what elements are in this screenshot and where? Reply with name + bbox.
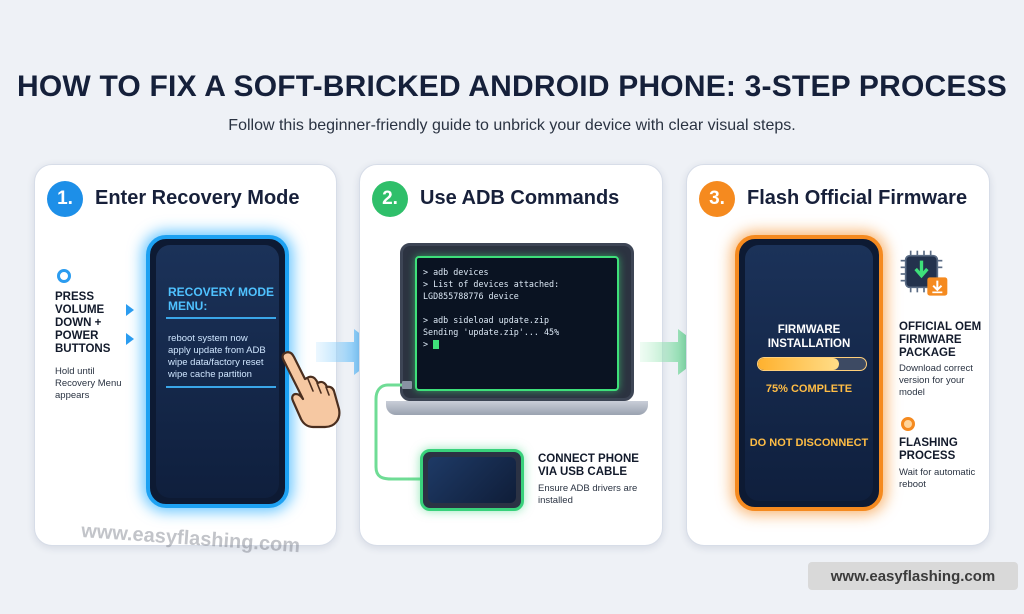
recovery-menu: reboot system now apply update from ADB …: [168, 333, 292, 381]
step-card-2: 2. Use ADB Commands > adb devices > List…: [359, 164, 663, 546]
recovery-title: RECOVERY MODE MENU:: [168, 285, 275, 313]
adb-terminal: > adb devices > List of devices attached…: [415, 256, 619, 391]
phone-icon: [420, 449, 524, 511]
prompt-char: >: [423, 339, 429, 349]
terminal-line: Sending 'update.zip'... 45%: [423, 327, 560, 337]
step-card-3: 3. Flash Official Firmware FIRMWARE INST…: [686, 164, 990, 546]
firmware-progress-bar: [757, 357, 867, 371]
connect-usb-hint: Ensure ADB drivers are installed: [538, 483, 638, 506]
site-badge: www.easyflashing.com: [808, 562, 1018, 590]
menu-item: apply update from ADB: [168, 345, 266, 356]
phone-firmware: FIRMWARE INSTALLATION 75% COMPLETE DO NO…: [735, 235, 883, 511]
phone-recovery: RECOVERY MODE MENU: reboot system now ap…: [146, 235, 289, 508]
progress-text: 75% COMPLETE: [765, 383, 853, 395]
cursor-icon: [433, 340, 440, 349]
terminal-line: [423, 302, 611, 314]
chip-download-icon: [900, 250, 948, 296]
disconnect-warning: DO NOT DISCONNECT: [749, 437, 869, 449]
phone-screen: FIRMWARE INSTALLATION 75% COMPLETE DO NO…: [745, 245, 873, 501]
phone-screen: RECOVERY MODE MENU: reboot system now ap…: [156, 245, 279, 498]
right-triangle-icon: [126, 333, 134, 345]
phone-screen: [428, 457, 516, 503]
terminal-line: > List of devices attached:: [423, 279, 560, 289]
radio-dot-icon: [901, 417, 915, 431]
step-title: Flash Official Firmware: [747, 187, 968, 209]
progress-fill: [758, 358, 839, 370]
divider: [166, 317, 276, 319]
menu-item: wipe cache partition: [168, 369, 252, 380]
oem-firmware-label: OFFICIAL OEM FIRMWARE PACKAGE: [899, 321, 982, 359]
laptop-base: [386, 401, 648, 415]
flashing-process-hint: Wait for automatic reboot: [899, 467, 976, 490]
laptop-icon: > adb devices > List of devices attached…: [400, 243, 634, 401]
pointing-hand-icon: [281, 351, 341, 429]
press-buttons-label: PRESS VOLUME DOWN + POWER BUTTONS: [55, 291, 111, 355]
menu-item: wipe data/factory reset: [168, 357, 264, 368]
page-title: HOW TO FIX A SOFT-BRICKED ANDROID PHONE:…: [17, 70, 1007, 103]
step-number-badge: 3.: [699, 181, 735, 217]
right-triangle-icon: [126, 304, 134, 316]
radio-dot-icon: [57, 269, 71, 283]
connect-usb-label: CONNECT PHONE VIA USB CABLE: [538, 453, 639, 478]
firmware-title: FIRMWARE INSTALLATION: [767, 324, 851, 350]
divider: [166, 386, 276, 388]
usb-cable-icon: [374, 381, 424, 481]
press-buttons-hint: Hold until Recovery Menu appears: [55, 366, 122, 401]
terminal-line: > adb devices: [423, 267, 489, 277]
step-number-badge: 1.: [47, 181, 83, 217]
menu-item: reboot system now: [168, 333, 248, 344]
terminal-prompt: >: [423, 338, 611, 350]
step-title: Use ADB Commands: [420, 187, 620, 209]
terminal-line: LGD855788776 device: [423, 291, 519, 301]
step-card-1: 1. Enter Recovery Mode PRESS VOLUME DOWN…: [34, 164, 341, 546]
page-subtitle: Follow this beginner-friendly guide to u…: [228, 117, 796, 134]
step-number-badge: 2.: [372, 181, 408, 217]
flashing-process-label: FLASHING PROCESS: [899, 437, 958, 462]
step-title: Enter Recovery Mode: [95, 187, 300, 209]
terminal-line: > adb sideload update.zip: [423, 315, 550, 325]
oem-firmware-hint: Download correct version for your model: [899, 363, 973, 398]
